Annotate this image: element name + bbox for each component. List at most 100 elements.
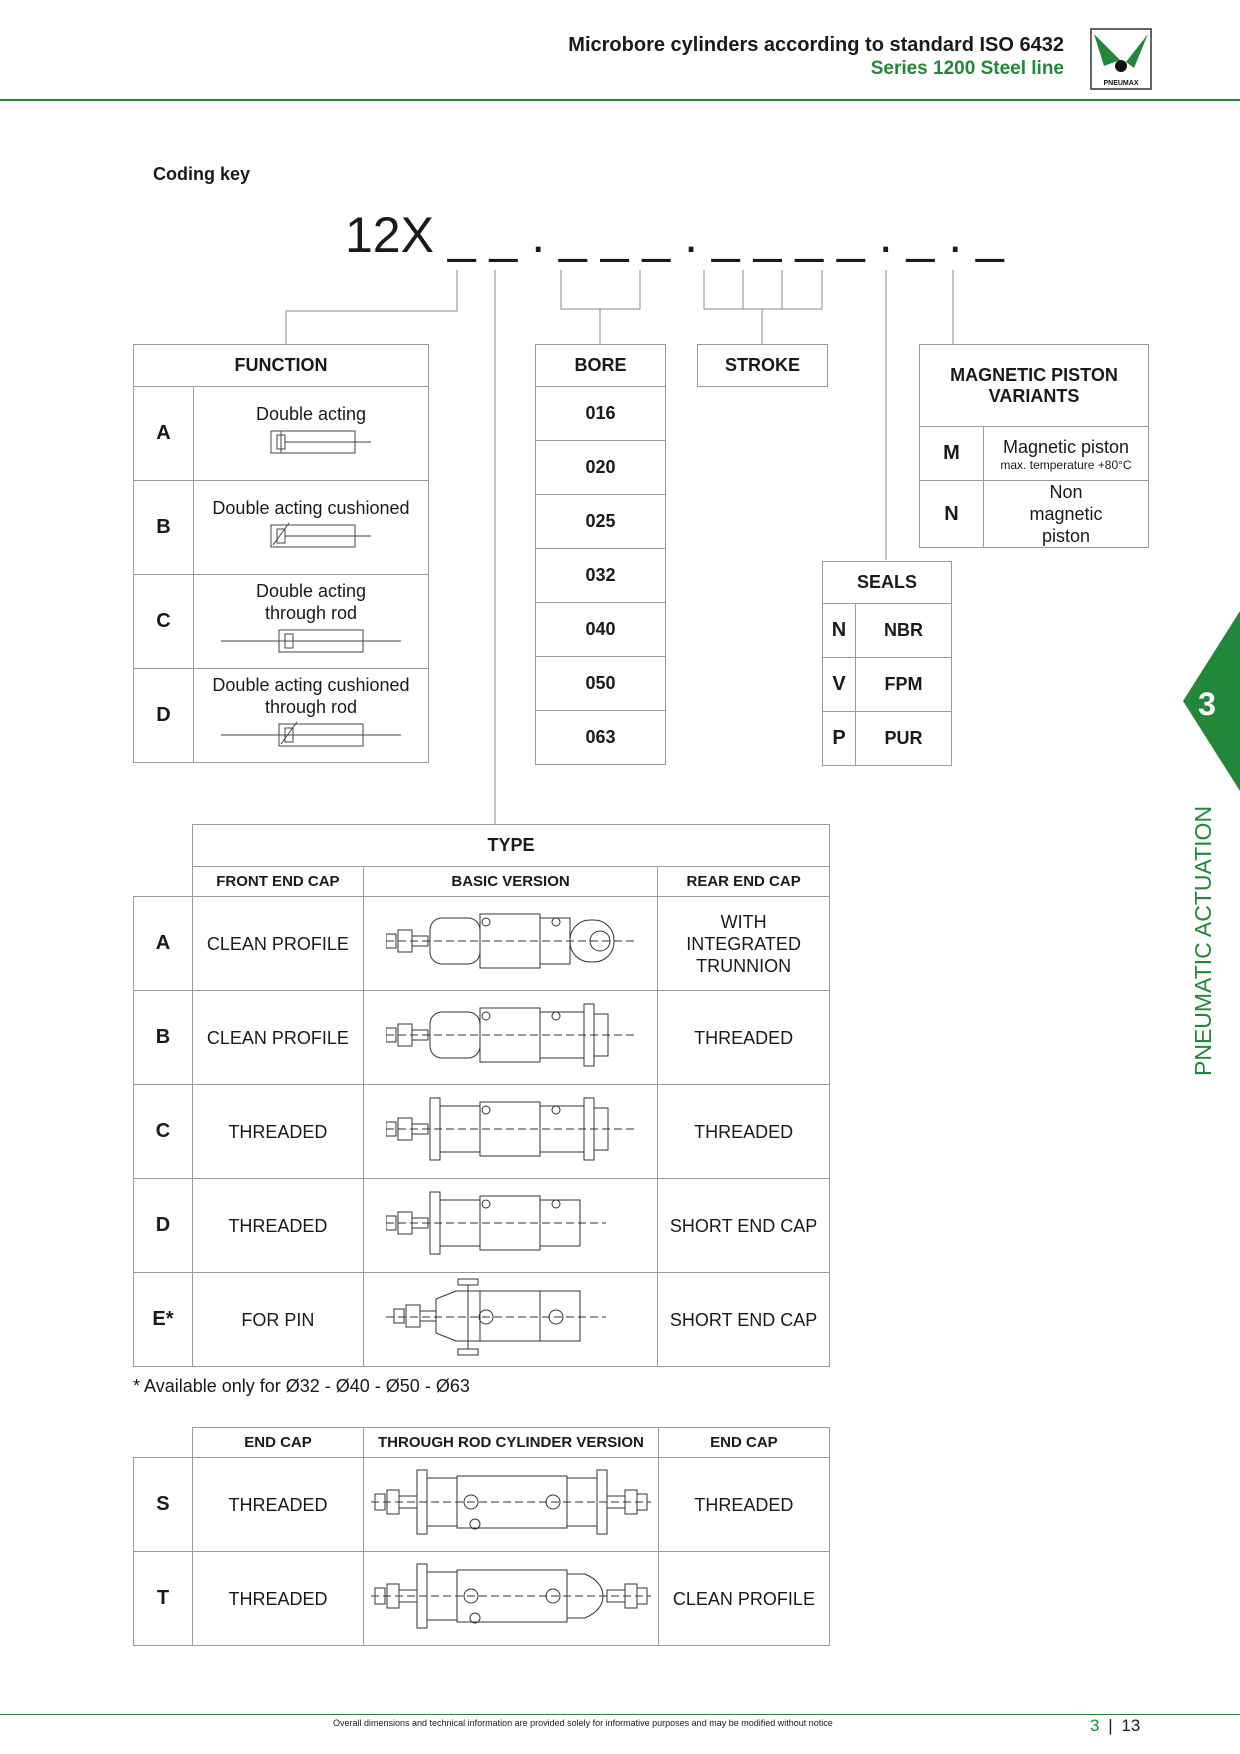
stroke-header: STROKE <box>697 344 828 387</box>
magnetic-label: Magnetic piston <box>1002 436 1130 457</box>
through-rod-key: S <box>133 1457 193 1552</box>
rear-end-cap: THREADED <box>657 990 830 1085</box>
seal-key: N <box>822 603 856 658</box>
bore-value: 020 <box>535 440 666 495</box>
rear-end-cap: WITH INTEGRATED TRUNNION <box>657 896 830 991</box>
seal-label: NBR <box>855 603 952 658</box>
front-end-cap: CLEAN PROFILE <box>191 896 364 991</box>
seal-key: V <box>822 657 856 712</box>
cylinder-for-pin-drawing <box>385 1278 606 1356</box>
rear-end-cap: SHORT END CAP <box>657 1178 830 1273</box>
type-header: TYPE <box>191 824 831 867</box>
type-key: C <box>133 1084 193 1179</box>
section-label-text: PNEUMATIC ACTUATION <box>1190 806 1216 1076</box>
footer-disclaimer: Overall dimensions and technical informa… <box>333 1718 833 1728</box>
bore-header: BORE <box>535 344 666 387</box>
type-key: D <box>133 1178 193 1273</box>
through-rod-table: END CAP THROUGH ROD CYLINDER VERSION END… <box>133 1427 831 1646</box>
bore-value: 016 <box>535 386 666 441</box>
front-end-cap: FOR PIN <box>191 1272 364 1367</box>
seal-label: PUR <box>855 711 952 766</box>
section-label: PNEUMATIC ACTUATION <box>1183 800 1223 1090</box>
connector-lines <box>285 270 954 825</box>
bore-value: 050 <box>535 656 666 711</box>
function-key: A <box>133 386 194 481</box>
magnetic-key: N <box>919 480 984 548</box>
function-key: B <box>133 480 194 575</box>
through-rod-clean-profile-drawing <box>370 1563 651 1629</box>
type-key: E* <box>133 1272 193 1367</box>
front-end-cap: THREADED <box>191 1178 364 1273</box>
coding-key-label: Coding key <box>153 164 251 184</box>
seals-header: SEALS <box>822 561 952 604</box>
column-header: FRONT END CAP <box>191 866 364 897</box>
function-key: D <box>133 668 194 763</box>
footer-rule <box>0 1714 1240 1715</box>
bore-value: 025 <box>535 494 666 549</box>
through-rod-drawing-t <box>363 1551 659 1646</box>
code-pattern: 12X _ _ . _ _ _ . _ _ _ _ . _ . _ <box>345 207 1004 263</box>
column-header: BASIC VERSION <box>362 866 659 897</box>
rear-end-cap: THREADED <box>657 1084 830 1179</box>
function-label: Double acting through rod <box>255 581 367 623</box>
chapter-tab: 3 <box>1183 611 1240 791</box>
double-acting-cushioned-symbol <box>270 522 371 548</box>
bore-value: 032 <box>535 548 666 603</box>
page-number: 3 | 13 <box>1090 1716 1141 1735</box>
logo-text: PNEUMAX <box>1103 80 1138 87</box>
magnetic-piston-table: MAGNETIC PISTON VARIANTS M Magnetic pist… <box>919 344 1149 548</box>
column-header: THROUGH ROD CYLINDER VERSION <box>363 1427 659 1458</box>
rear-end-cap: SHORT END CAP <box>657 1272 830 1367</box>
page-chapter: 3 <box>1090 1716 1100 1735</box>
stroke-table: STROKE <box>697 344 828 387</box>
bore-value: 040 <box>535 602 666 657</box>
front-end-cap: CLEAN PROFILE <box>191 990 364 1085</box>
pneumax-logo: PNEUMAX <box>1090 28 1152 90</box>
function-key: C <box>133 574 194 669</box>
through-rod-key: T <box>133 1551 193 1646</box>
through-rod-symbol <box>221 629 401 653</box>
document-subtitle: Series 1200 Steel line <box>870 58 1064 79</box>
type-key: A <box>133 896 193 991</box>
function-label: Double acting cushioned <box>212 498 410 518</box>
cylinder-trunnion-drawing <box>385 913 636 969</box>
right-end-cap: THREADED <box>657 1457 831 1552</box>
left-end-cap: THREADED <box>191 1551 365 1646</box>
magnetic-label: Non magnetic piston <box>1029 482 1103 546</box>
cylinder-threaded-rear-drawing <box>385 1003 636 1067</box>
document-title: Microbore cylinders according to standar… <box>568 34 1064 56</box>
column-header: END CAP <box>657 1427 831 1458</box>
magnetic-key: M <box>919 426 984 481</box>
cylinder-threaded-both-drawing <box>385 1097 636 1161</box>
front-end-cap: THREADED <box>191 1084 364 1179</box>
seal-key: P <box>822 711 856 766</box>
function-table: FUNCTION A Double acting B Double acting… <box>133 344 429 763</box>
function-header: FUNCTION <box>133 344 429 387</box>
cylinder-drawing-a <box>362 896 659 991</box>
type-key: B <box>133 990 193 1085</box>
through-rod-threaded-drawing <box>370 1469 651 1535</box>
function-label: Double acting <box>255 404 367 424</box>
double-acting-symbol <box>270 430 371 454</box>
type-table: TYPE FRONT END CAP BASIC VERSION REAR EN… <box>133 824 831 1367</box>
bore-table: BORE 016 020 025 032 040 050 063 <box>535 344 666 765</box>
type-footnote: * Available only for Ø32 - Ø40 - Ø50 - Ø… <box>133 1376 470 1396</box>
cushioned-through-rod-symbol <box>221 721 401 747</box>
column-header: END CAP <box>191 1427 365 1458</box>
bore-value: 063 <box>535 710 666 765</box>
function-label: Double acting cushioned through rod <box>212 675 410 717</box>
magnetic-header: MAGNETIC PISTON VARIANTS <box>919 344 1149 427</box>
seal-label: FPM <box>855 657 952 712</box>
left-end-cap: THREADED <box>191 1457 365 1552</box>
through-rod-drawing-s <box>363 1457 659 1552</box>
magnetic-note: max. temperature +80°C <box>1000 457 1132 472</box>
cylinder-drawing-e <box>362 1272 659 1367</box>
page-num: 13 <box>1121 1716 1141 1735</box>
cylinder-drawing-d <box>362 1178 659 1273</box>
chapter-number: 3 <box>1198 686 1216 722</box>
header-rule <box>0 99 1240 101</box>
cylinder-drawing-c <box>362 1084 659 1179</box>
cylinder-short-rear-drawing <box>385 1191 606 1255</box>
cylinder-drawing-b <box>362 990 659 1085</box>
